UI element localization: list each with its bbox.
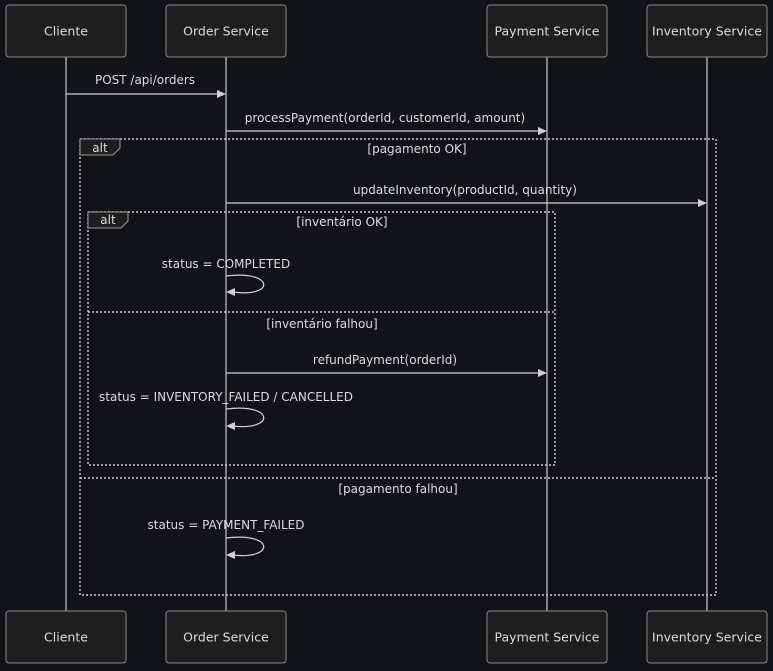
message-post-api-orders: POST /api/orders: [66, 73, 226, 98]
actor-order-service-bottom[interactable]: Order Service: [165, 610, 287, 664]
actor-box[interactable]: [5, 610, 127, 664]
actor-label: Inventory Service: [652, 24, 762, 39]
alt-frame-inventory: alt [inventário OK] [inventário falhou]: [87, 211, 556, 466]
condition-inventario-falhou: [inventário falhou]: [266, 317, 377, 331]
actor-box[interactable]: [165, 610, 287, 664]
condition-inventario-ok: [inventário OK]: [296, 215, 387, 229]
message-update-inventory: updateInventory(productId, quantity): [226, 183, 707, 207]
alt-frame-payment-tag: [79, 138, 121, 156]
self-message-completed: status = COMPLETED: [162, 257, 290, 296]
message-label: processPayment(orderId, customerId, amou…: [245, 111, 525, 125]
self-message-payment-failed: status = PAYMENT_FAILED: [148, 518, 305, 559]
alt-frame-payment-border: [79, 138, 717, 596]
actor-label: Order Service: [183, 630, 269, 645]
actor-label: Payment Service: [495, 24, 600, 39]
arrowhead-icon: [226, 551, 235, 559]
actor-order-service-top[interactable]: Order Service: [165, 4, 287, 58]
actor-inventory-service-bottom[interactable]: Inventory Service: [646, 610, 768, 664]
alt-frame-payment-label: alt: [92, 141, 108, 155]
message-label: status = COMPLETED: [162, 257, 290, 271]
arrowhead-icon: [698, 199, 707, 207]
alt-frame-inventory-label: alt: [100, 213, 116, 227]
message-label: status = PAYMENT_FAILED: [148, 518, 305, 532]
message-label: updateInventory(productId, quantity): [353, 183, 577, 197]
actor-label: Cliente: [44, 630, 88, 645]
message-label: status = INVENTORY_FAILED / CANCELLED: [99, 390, 353, 404]
self-loop-arrow: [225, 407, 265, 428]
alt-frame-payment: alt [pagamento OK] [pagamento falhou]: [79, 138, 717, 596]
message-process-payment: processPayment(orderId, customerId, amou…: [226, 111, 547, 135]
actor-box[interactable]: [5, 4, 127, 58]
arrowhead-icon: [538, 369, 547, 377]
alt-frame-inventory-tag: [87, 211, 129, 229]
actor-label: Inventory Service: [652, 630, 762, 645]
message-label: POST /api/orders: [95, 73, 195, 87]
alt-frame-inventory-border: [87, 211, 556, 466]
actor-box[interactable]: [646, 4, 768, 58]
actor-cliente-top[interactable]: Cliente: [5, 4, 127, 58]
actor-inventory-service-top[interactable]: Inventory Service: [646, 4, 768, 58]
arrowhead-icon: [226, 288, 235, 296]
self-loop-arrow: [225, 536, 265, 557]
actor-box[interactable]: [486, 610, 608, 664]
actor-box[interactable]: [486, 4, 608, 58]
actor-payment-service-bottom[interactable]: Payment Service: [486, 610, 608, 664]
arrowhead-icon: [217, 90, 226, 98]
actor-payment-service-top[interactable]: Payment Service: [486, 4, 608, 58]
arrowhead-icon: [226, 422, 235, 430]
self-message-inventory-failed: status = INVENTORY_FAILED / CANCELLED: [99, 390, 353, 430]
actor-box[interactable]: [646, 610, 768, 664]
actor-box[interactable]: [165, 4, 287, 58]
condition-pagamento-falhou: [pagamento falhou]: [338, 482, 457, 496]
message-label: refundPayment(orderId): [313, 353, 457, 367]
self-loop-arrow: [225, 274, 265, 294]
actor-cliente-bottom[interactable]: Cliente: [5, 610, 127, 664]
arrowhead-icon: [538, 127, 547, 135]
actor-label: Cliente: [44, 24, 88, 39]
condition-pagamento-ok: [pagamento OK]: [367, 142, 466, 156]
actor-label: Payment Service: [495, 630, 600, 645]
message-refund-payment: refundPayment(orderId): [226, 353, 547, 377]
actor-label: Order Service: [183, 24, 269, 39]
